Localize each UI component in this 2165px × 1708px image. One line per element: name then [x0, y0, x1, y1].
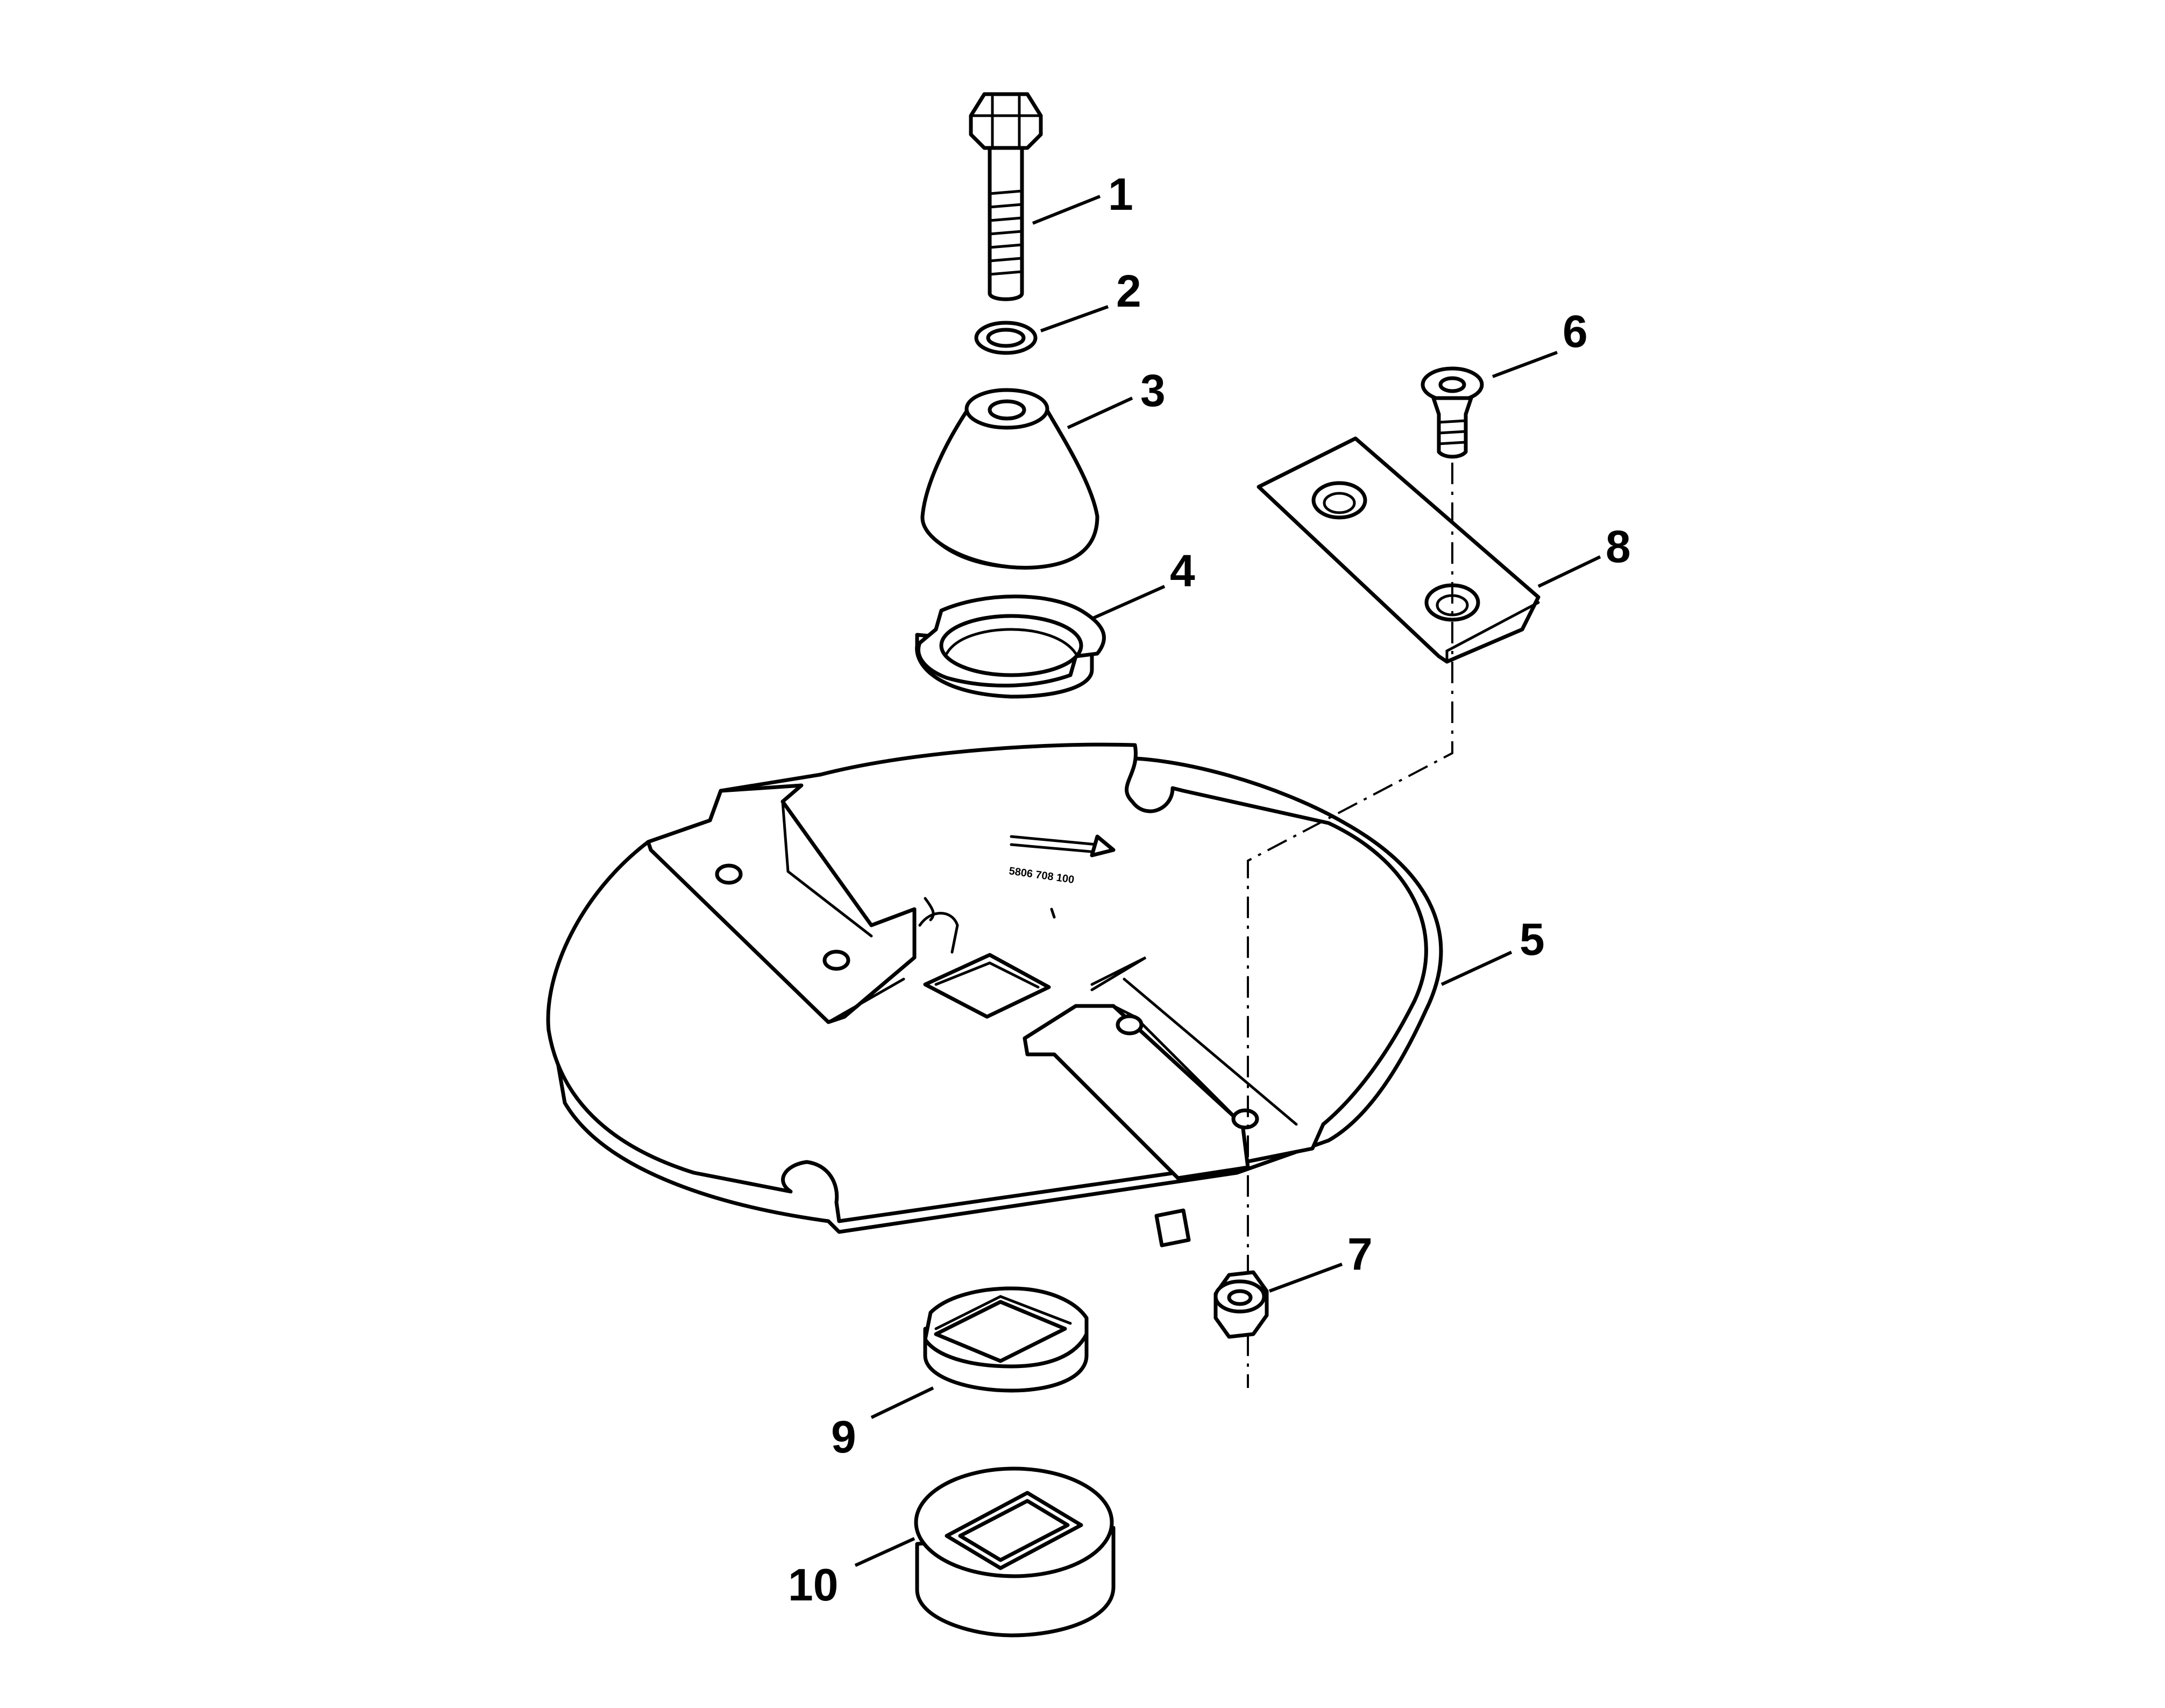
leader-6	[1492, 351, 1558, 378]
alignment-line	[1247, 463, 1453, 1388]
callout-7: 7	[1347, 1229, 1373, 1279]
leader-3	[1067, 396, 1133, 429]
cone-hub	[920, 388, 1099, 570]
callout-10: 10	[788, 1560, 838, 1610]
callout-labels: 1 2 3 4 5 6 7 8 9 10	[788, 169, 1631, 1610]
stepped-washer	[915, 594, 1106, 699]
callout-3: 3	[1140, 365, 1166, 416]
leader-2	[1040, 305, 1109, 332]
callout-1: 1	[1108, 169, 1133, 219]
leader-lines	[854, 195, 1601, 1567]
callout-9: 9	[831, 1412, 856, 1462]
drive-hub	[914, 1466, 1116, 1638]
callout-4: 4	[1170, 545, 1195, 596]
blade-disc: 5806 708 100	[546, 742, 1443, 1248]
leader-9	[870, 1386, 934, 1419]
callout-2: 2	[1116, 266, 1141, 316]
leader-5	[1440, 951, 1513, 986]
lock-washer	[974, 321, 1038, 355]
knife-blade	[1257, 436, 1541, 664]
leader-1	[1032, 195, 1101, 225]
callout-5: 5	[1520, 914, 1545, 965]
leader-7	[1268, 1263, 1343, 1293]
leader-4	[1091, 585, 1166, 620]
hex-bolt	[969, 92, 1043, 301]
countersunk-screw	[1421, 366, 1484, 459]
leader-10	[854, 1537, 915, 1567]
callout-8: 8	[1606, 521, 1631, 572]
hex-nut	[1213, 1270, 1269, 1339]
square-adapter	[923, 1286, 1089, 1393]
callout-6: 6	[1563, 306, 1588, 357]
leader-8	[1537, 555, 1601, 588]
